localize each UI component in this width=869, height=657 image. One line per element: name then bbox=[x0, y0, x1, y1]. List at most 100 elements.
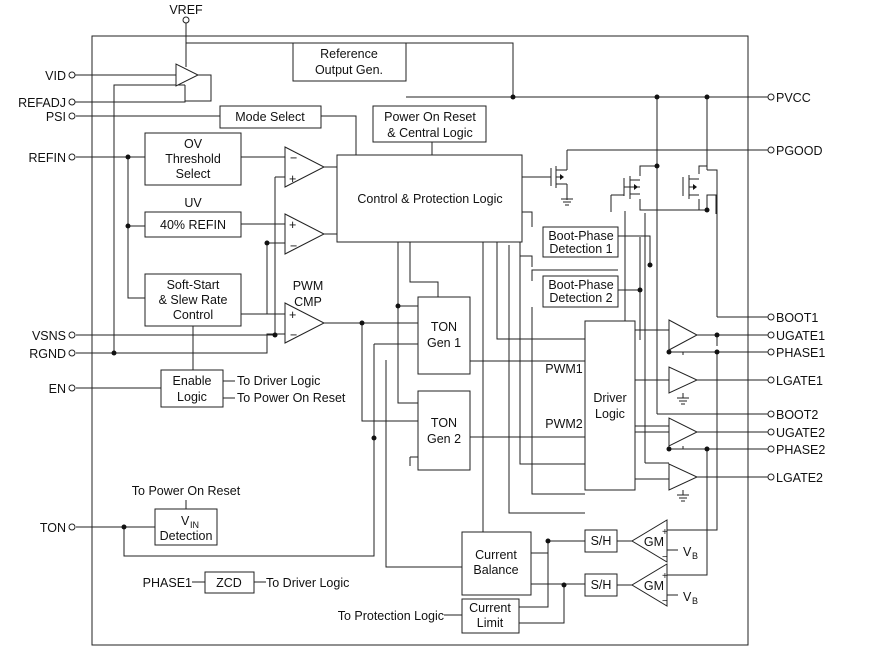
sh-2-label: S/H bbox=[591, 578, 612, 592]
vb-1-main: V bbox=[683, 545, 692, 559]
ton-gen-2-line1: TON bbox=[431, 416, 457, 430]
gm-1-minus: − bbox=[662, 552, 668, 563]
reference-output-block: Reference Output Gen. bbox=[292, 42, 407, 82]
boot-phase-1-block: Boot-Phase Detection 1 bbox=[542, 226, 619, 258]
soft-start-block: Soft-Start & Slew Rate Control bbox=[144, 273, 242, 327]
zcd-to-driver-logic-label: To Driver Logic bbox=[266, 576, 349, 590]
junction-dots bbox=[111, 94, 720, 588]
zcd-block: ZCD bbox=[204, 571, 255, 594]
vin-sub-label: IN bbox=[190, 520, 199, 530]
gm-1-label: GM bbox=[644, 535, 664, 549]
soft-start-line3: Control bbox=[173, 308, 213, 322]
pin-lgate1: LGATE1 bbox=[776, 374, 823, 388]
reference-output-line2: Output Gen. bbox=[315, 63, 383, 77]
current-balance-block: Current Balance bbox=[461, 531, 532, 596]
ov-threshold-line1: OV bbox=[184, 137, 203, 151]
ov-comparator-plus: + bbox=[289, 172, 296, 186]
pin-refadj: REFADJ bbox=[18, 96, 66, 110]
lgate1-driver bbox=[668, 366, 699, 405]
mode-select-label: Mode Select bbox=[235, 110, 305, 124]
control-protection-block: Control & Protection Logic bbox=[336, 154, 523, 243]
pin-refin: REFIN bbox=[29, 151, 67, 165]
current-limit-line1: Current bbox=[469, 601, 511, 615]
pin-pvcc: PVCC bbox=[776, 91, 811, 105]
sh-block-2: S/H bbox=[584, 573, 618, 597]
pin-pgood: PGOOD bbox=[776, 144, 823, 158]
uv-comparator: + − bbox=[284, 213, 326, 255]
gm-amp-1: GM + − V B bbox=[631, 519, 698, 563]
pin-phase2: PHASE2 bbox=[776, 443, 825, 457]
uv-refin-block: 40% REFIN bbox=[144, 211, 242, 238]
vin-detection-label: Detection bbox=[160, 529, 213, 543]
sh-block-1: S/H bbox=[584, 529, 618, 553]
vin-detection-block: V IN Detection bbox=[154, 508, 218, 546]
ton-gen-2-line2: Gen 2 bbox=[427, 432, 461, 446]
ugate1-driver bbox=[668, 319, 699, 351]
pin-ugate2: UGATE2 bbox=[776, 426, 825, 440]
boot-phase-2-line2: Detection 2 bbox=[549, 291, 612, 305]
uv-comparator-plus: + bbox=[289, 218, 296, 232]
power-on-reset-block: Power On Reset & Central Logic bbox=[372, 105, 487, 143]
enable-logic-line2: Logic bbox=[177, 390, 207, 404]
pin-en: EN bbox=[49, 382, 66, 396]
ov-threshold-line2: Threshold bbox=[165, 152, 221, 166]
pwm-cmp-line1: PWM bbox=[293, 279, 324, 293]
boot-phase-1-line1: Boot-Phase bbox=[548, 229, 613, 243]
gm-1-plus: + bbox=[662, 527, 668, 538]
boot-phase-2-block: Boot-Phase Detection 2 bbox=[542, 275, 619, 308]
uv-comparator-minus: − bbox=[290, 239, 297, 253]
gm-2-label: GM bbox=[644, 579, 664, 593]
pin-vid: VID bbox=[45, 69, 66, 83]
uv-label: UV bbox=[184, 196, 202, 210]
current-limit-line2: Limit bbox=[477, 616, 504, 630]
ov-threshold-block: OV Threshold Select bbox=[144, 132, 242, 186]
enable-logic-block: Enable Logic bbox=[160, 369, 224, 408]
pin-vsns: VSNS bbox=[32, 329, 66, 343]
soft-start-line2: & Slew Rate bbox=[159, 293, 228, 307]
vb-2-main: V bbox=[683, 590, 692, 604]
pgood-mosfet bbox=[550, 165, 573, 206]
to-power-on-reset-top-label: To Power On Reset bbox=[132, 484, 241, 498]
power-on-reset-line1: Power On Reset bbox=[384, 110, 476, 124]
ugate2-driver bbox=[668, 417, 699, 447]
zcd-label: ZCD bbox=[216, 576, 242, 590]
pin-rgnd: RGND bbox=[29, 347, 66, 361]
current-balance-line1: Current bbox=[475, 548, 517, 562]
pwm2-label: PWM2 bbox=[545, 417, 583, 431]
boot-phase-2-line1: Boot-Phase bbox=[548, 278, 613, 292]
pin-ton: TON bbox=[40, 521, 66, 535]
vref-buffer-amp bbox=[175, 63, 200, 87]
driver-logic-block: Driver Logic bbox=[584, 320, 636, 491]
uv-refin-label: 40% REFIN bbox=[160, 218, 226, 232]
enable-logic-line1: Enable bbox=[173, 374, 212, 388]
ov-comparator: − + bbox=[284, 146, 326, 188]
ton-gen-1-line2: Gen 1 bbox=[427, 336, 461, 350]
reference-output-line1: Reference bbox=[320, 47, 378, 61]
pwm-comparator-minus: − bbox=[290, 328, 297, 342]
boot2-mosfet bbox=[682, 175, 699, 199]
sh-1-label: S/H bbox=[591, 534, 612, 548]
pin-circles bbox=[68, 16, 775, 531]
driver-logic-line1: Driver bbox=[593, 391, 626, 405]
vb-2-sub: B bbox=[692, 596, 698, 606]
pwm-comparator: + − bbox=[284, 302, 326, 344]
pin-ugate1: UGATE1 bbox=[776, 329, 825, 343]
pin-lgate2: LGATE2 bbox=[776, 471, 823, 485]
to-driver-logic-label: To Driver Logic bbox=[237, 374, 320, 388]
vb-1-sub: B bbox=[692, 551, 698, 561]
phase1-input-label: PHASE1 bbox=[143, 576, 192, 590]
pwm1-label: PWM1 bbox=[545, 362, 583, 376]
power-on-reset-line2: & Central Logic bbox=[387, 126, 472, 140]
ton-gen-1-line1: TON bbox=[431, 320, 457, 334]
soft-start-line1: Soft-Start bbox=[167, 278, 220, 292]
to-protection-logic-label: To Protection Logic bbox=[338, 609, 444, 623]
pin-psi: PSI bbox=[46, 110, 66, 124]
pin-boot1: BOOT1 bbox=[776, 311, 818, 325]
lgate2-driver bbox=[668, 463, 699, 502]
ov-comparator-minus: − bbox=[290, 151, 297, 165]
gm-2-minus: − bbox=[662, 596, 668, 607]
ov-threshold-line3: Select bbox=[176, 167, 211, 181]
vin-main-label: V bbox=[181, 514, 190, 528]
pin-vref: VREF bbox=[169, 3, 203, 17]
